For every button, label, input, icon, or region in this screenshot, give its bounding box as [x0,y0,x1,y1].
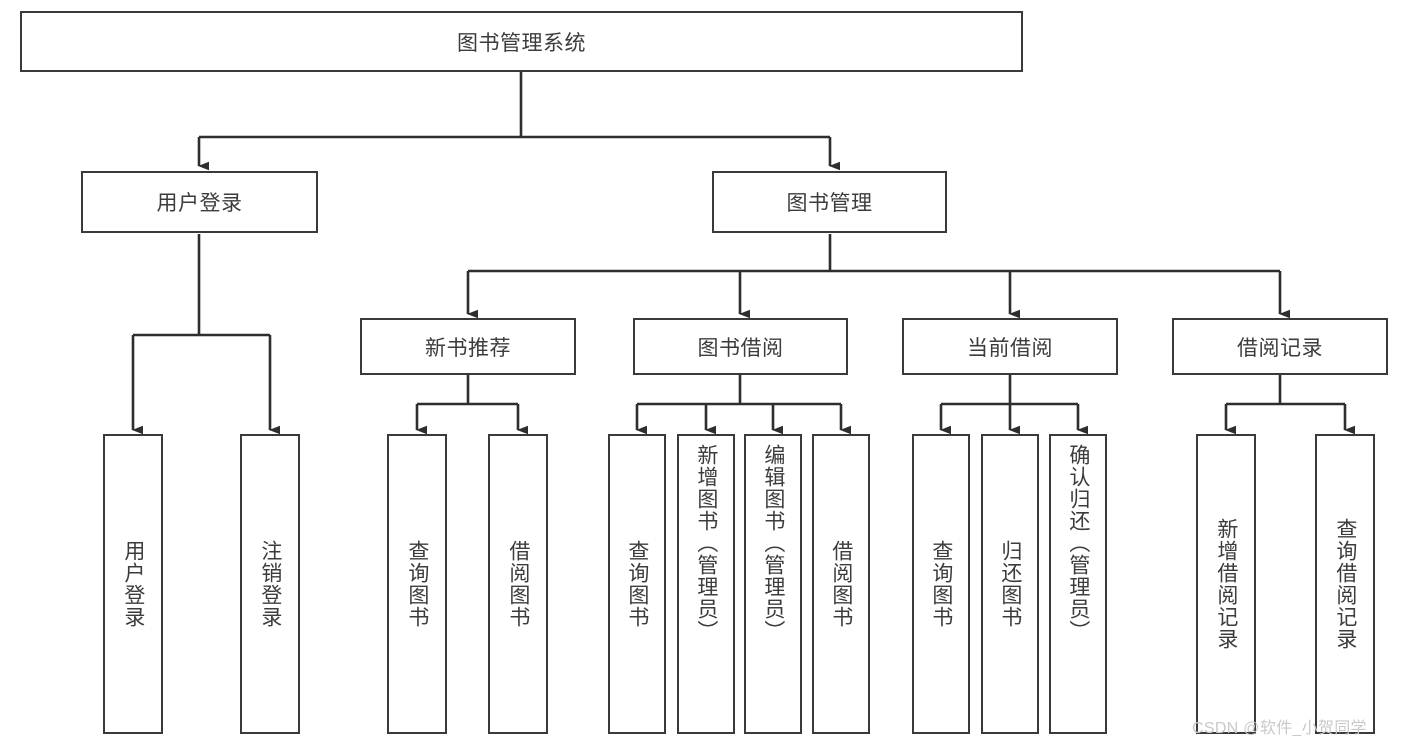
leaf-borrow-book-1-label: 借阅图书 [506,540,530,628]
leaf-borrow-book-2-label: 借阅图书 [829,540,853,628]
leaf-query-record-label: 查询借阅记录 [1333,518,1357,650]
node-current-borrow[interactable]: 当前借阅 [902,318,1118,375]
node-borrow-record[interactable]: 借阅记录 [1172,318,1388,375]
node-root-label: 图书管理系统 [457,31,586,55]
leaf-confirm-return-label: 确认归还（管理员） [1066,444,1090,642]
leaf-borrow-book-2[interactable]: 借阅图书 [812,434,870,734]
node-user-login-label: 用户登录 [156,192,243,215]
leaf-add-record[interactable]: 新增借阅记录 [1196,434,1256,734]
node-book-management-label: 图书管理 [786,192,873,215]
node-book-management[interactable]: 图书管理 [712,171,947,233]
node-current-borrow-label: 当前借阅 [967,336,1053,360]
node-new-book-recommend[interactable]: 新书推荐 [360,318,576,375]
leaf-user-login-label: 用户登录 [121,540,145,628]
node-borrow-record-label: 借阅记录 [1237,336,1323,360]
node-new-book-recommend-label: 新书推荐 [425,336,511,360]
leaf-query-book-2[interactable]: 查询图书 [608,434,666,734]
node-book-borrow-label: 图书借阅 [697,336,784,360]
leaf-confirm-return[interactable]: 确认归还（管理员） [1049,434,1107,734]
leaf-query-book-3-label: 查询图书 [929,540,953,628]
node-book-borrow[interactable]: 图书借阅 [633,318,848,375]
leaf-add-book-label: 新增图书（管理员） [694,444,718,642]
leaf-user-logout[interactable]: 注销登录 [240,434,300,734]
leaf-user-login[interactable]: 用户登录 [103,434,163,734]
leaf-return-book-label: 归还图书 [998,540,1022,628]
leaf-query-book-1-label: 查询图书 [405,540,429,628]
leaf-user-logout-label: 注销登录 [258,540,282,628]
leaf-edit-book-label: 编辑图书（管理员） [761,444,785,642]
node-user-login[interactable]: 用户登录 [81,171,318,233]
leaf-add-record-label: 新增借阅记录 [1214,518,1238,650]
leaf-add-book[interactable]: 新增图书（管理员） [677,434,735,734]
leaf-query-record[interactable]: 查询借阅记录 [1315,434,1375,734]
leaf-query-book-2-label: 查询图书 [625,540,649,628]
leaf-query-book-1[interactable]: 查询图书 [387,434,447,734]
leaf-query-book-3[interactable]: 查询图书 [912,434,970,734]
node-root[interactable]: 图书管理系统 [20,11,1023,72]
leaf-return-book[interactable]: 归还图书 [981,434,1039,734]
leaf-edit-book[interactable]: 编辑图书（管理员） [744,434,802,734]
leaf-borrow-book-1[interactable]: 借阅图书 [488,434,548,734]
